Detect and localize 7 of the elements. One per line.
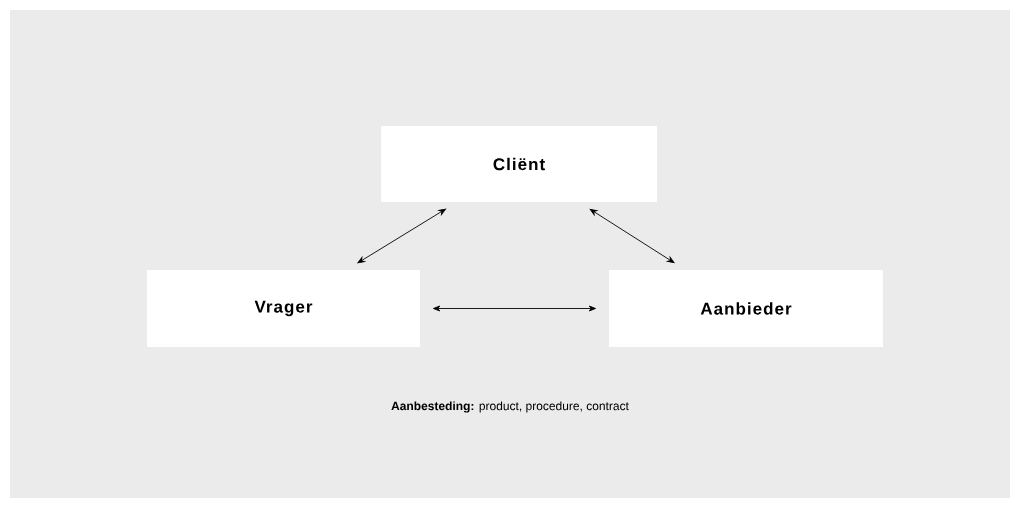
arrow (357, 208, 446, 264)
process-box: Aanbieder (609, 270, 883, 347)
process-box: Cliënt (381, 126, 657, 202)
process-box: Vrager (147, 270, 420, 347)
arrow (433, 305, 596, 312)
caption: Aanbesteding: product, procedure, contract (391, 401, 629, 413)
arrow (589, 208, 675, 264)
